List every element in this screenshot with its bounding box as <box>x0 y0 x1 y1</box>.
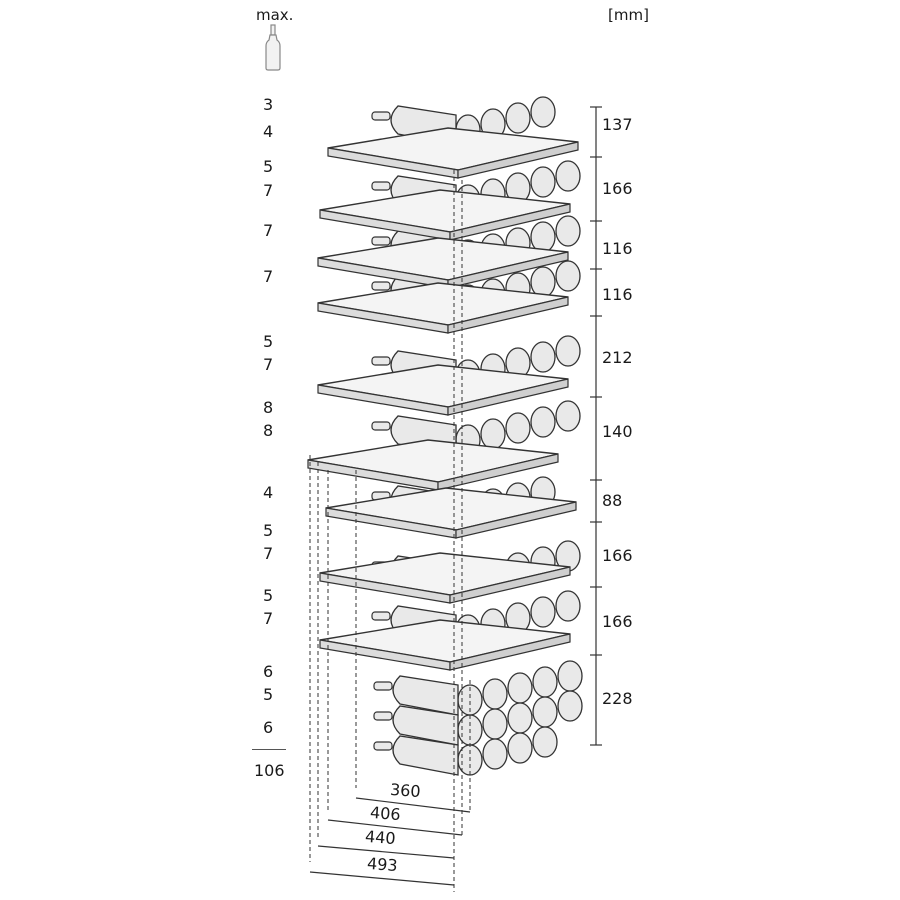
shelf-count: 7 <box>263 181 274 200</box>
bottle-end <box>555 335 581 367</box>
shelf-side <box>449 203 571 241</box>
bottle-end <box>532 726 558 758</box>
bottle-end <box>555 215 581 247</box>
bottle-end <box>507 732 533 764</box>
depth-dimension-line <box>317 845 455 859</box>
bottle-end <box>555 160 581 192</box>
shelf-side <box>447 378 569 416</box>
bottle-end <box>482 708 508 740</box>
shelf-height-label: 140 <box>602 422 633 441</box>
bottle-end <box>530 166 556 198</box>
shelf-count: 7 <box>263 355 274 374</box>
shelf-side <box>447 296 569 334</box>
shelf-count: 5 <box>263 521 274 540</box>
shelf-count: 7 <box>263 267 274 286</box>
wine-bottle-icon <box>265 24 281 71</box>
shelf-count: 5 <box>263 586 274 605</box>
shelf-height-label: 166 <box>602 612 633 631</box>
bottle-neck <box>371 356 391 366</box>
bottle-end <box>482 738 508 770</box>
bottle-end <box>530 596 556 628</box>
bottle-body <box>392 705 459 746</box>
shelf-count: 4 <box>263 483 274 502</box>
bottle-end <box>530 341 556 373</box>
bottle-neck <box>371 421 391 431</box>
bottle-end <box>557 660 583 692</box>
depth-dimension-line <box>355 797 471 813</box>
shelf-count: 7 <box>263 609 274 628</box>
bottle-neck <box>371 111 391 121</box>
bottle-body <box>392 735 459 776</box>
bottle-neck <box>373 741 393 751</box>
shelf-side <box>457 141 579 179</box>
bottle-end <box>532 666 558 698</box>
shelf-height-label: 212 <box>602 348 633 367</box>
shelf-height-label: 116 <box>602 239 633 258</box>
shelf-side <box>449 566 571 604</box>
bottle-end <box>505 412 531 444</box>
total-divider <box>252 749 286 750</box>
bottle-neck <box>371 281 391 291</box>
depth-label: 406 <box>369 802 402 825</box>
bottle-end <box>507 702 533 734</box>
shelf-tray <box>307 439 559 483</box>
bottle-body <box>392 675 459 716</box>
shelf-count: 6 <box>263 662 274 681</box>
shelf-tray <box>327 127 579 171</box>
bottle-neck <box>371 236 391 246</box>
bottle-end <box>530 221 556 253</box>
bottle-neck <box>373 711 393 721</box>
shelf-side <box>437 453 559 491</box>
bottle-end <box>505 102 531 134</box>
total-bottles: 106 <box>254 761 285 780</box>
shelf-count: 4 <box>263 122 274 141</box>
shelf-height-label: 166 <box>602 546 633 565</box>
shelf-height-label: 116 <box>602 285 633 304</box>
bottle-end <box>507 672 533 704</box>
bottle-end <box>555 590 581 622</box>
bottle-neck <box>371 181 391 191</box>
depth-label: 440 <box>364 826 397 849</box>
bottle-end <box>557 690 583 722</box>
depth-dimension-line <box>327 819 463 836</box>
depth-label: 360 <box>389 779 422 802</box>
bottle-end <box>530 96 556 128</box>
shelf-side <box>455 501 577 539</box>
bottle-neck <box>373 681 393 691</box>
shelf-height-label: 88 <box>602 491 623 510</box>
shelf-height-label: 137 <box>602 115 633 134</box>
bottle-end <box>480 418 506 450</box>
bottle-end <box>530 406 556 438</box>
shelf-count: 8 <box>263 398 274 417</box>
shelf-count: 7 <box>263 544 274 563</box>
bottle-neck <box>371 611 391 621</box>
shelf-height-label: 166 <box>602 179 633 198</box>
depth-dimension-line <box>309 871 455 886</box>
bottle-end <box>532 696 558 728</box>
shelf-count: 5 <box>263 685 274 704</box>
unit-label: [mm] <box>608 6 649 24</box>
shelf-tray <box>319 189 571 233</box>
depth-label: 493 <box>366 853 399 876</box>
shelf-count: 8 <box>263 421 274 440</box>
shelf-side <box>449 633 571 671</box>
shelf-tray <box>319 619 571 663</box>
shelf-count: 7 <box>263 221 274 240</box>
shelf-count: 5 <box>263 332 274 351</box>
shelf-count: 3 <box>263 95 274 114</box>
shelf-height-label: 228 <box>602 689 633 708</box>
bottle-end <box>555 400 581 432</box>
bottle-end <box>555 260 581 292</box>
shelf-count: 5 <box>263 157 274 176</box>
bottle-end <box>530 266 556 298</box>
shelf-count: 6 <box>263 718 274 737</box>
max-label: max. <box>256 6 294 24</box>
bottle-end <box>482 678 508 710</box>
shelf-tray <box>317 364 569 408</box>
